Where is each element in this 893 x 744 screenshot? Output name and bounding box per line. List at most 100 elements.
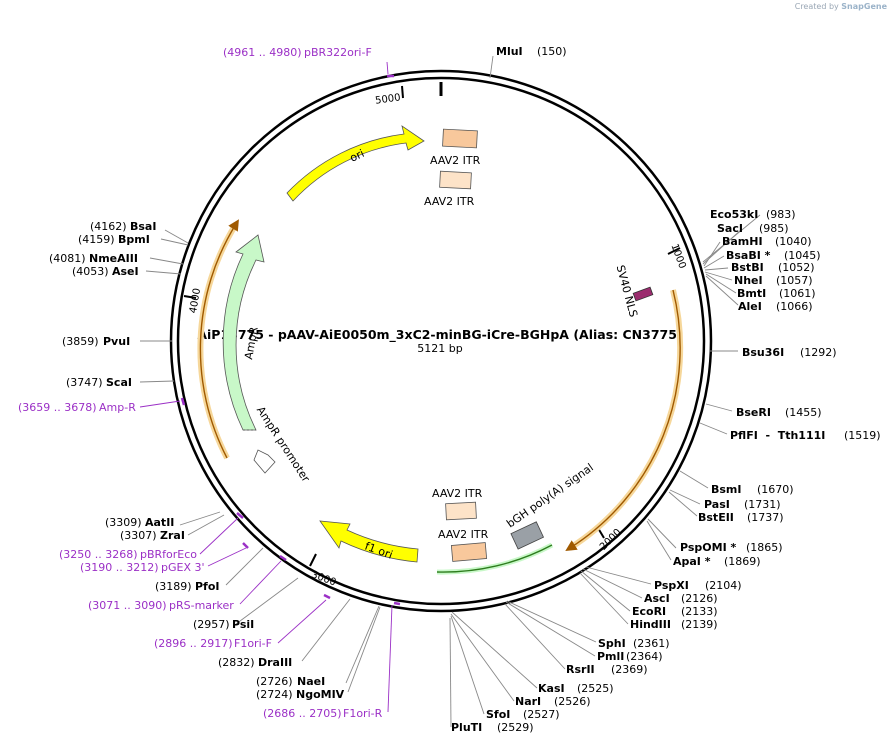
site-ngomiv[interactable]: NgoMIV — [296, 688, 345, 701]
site-bpmi-pos: (4159) — [78, 233, 115, 246]
site-mlui[interactable]: MluI — [496, 45, 523, 58]
site-scai[interactable]: ScaI — [106, 376, 132, 389]
primer-prs-marker[interactable]: pRS-marker — [169, 599, 234, 612]
site-draiii[interactable]: DraIII — [258, 656, 292, 669]
aav2-itr-bottom-2-label: AAV2 ITR — [438, 528, 489, 541]
site-pflfi-tth111i[interactable]: PflFI - Tth111I — [730, 429, 825, 442]
snapgene-credit: Created by SnapGene — [795, 2, 887, 11]
site-pspomi-pos: (1865) — [746, 541, 783, 554]
site-pmli[interactable]: PmlI — [597, 650, 624, 663]
site-saci-pos: (985) — [759, 222, 789, 235]
aav2-itr-bottom-1[interactable] — [445, 501, 477, 521]
site-pluti-pos: (2529) — [497, 721, 534, 734]
site-psii[interactable]: PsiI — [232, 618, 254, 631]
site-pluti[interactable]: PluTI — [451, 721, 482, 734]
site-asei-pos: (4053) — [72, 265, 109, 278]
site-rsrii-pos: (2369) — [611, 663, 648, 676]
primer-amp-r-range: (3659 .. 3678) — [18, 401, 97, 414]
primer-pbrforeco[interactable]: pBRforEco — [140, 548, 197, 561]
backbone-inner — [176, 76, 706, 606]
site-pspxi[interactable]: PspXI — [654, 579, 689, 592]
site-nmeaiii[interactable]: NmeAIII — [89, 252, 138, 265]
site-nhei-pos: (1057) — [776, 274, 813, 287]
site-asci[interactable]: AscI — [644, 592, 670, 605]
site-zrai-pos: (3307) — [120, 529, 157, 542]
polya-arrow[interactable] — [436, 544, 553, 573]
site-pfoi[interactable]: PfoI — [195, 580, 220, 593]
site-bsteii[interactable]: BstEII — [698, 511, 734, 524]
site-zrai[interactable]: ZraI — [160, 529, 185, 542]
right-enzyme-labels: MluI (150) Eco53kI (983) SacI (985) BamH… — [451, 45, 881, 734]
site-alei[interactable]: AleI — [738, 300, 762, 313]
site-bmti-pos: (1061) — [779, 287, 816, 300]
site-hindiii[interactable]: HindIII — [630, 618, 671, 631]
aav2-itr-bottom-2[interactable] — [450, 542, 488, 562]
site-saci[interactable]: SacI — [717, 222, 743, 235]
site-aatii[interactable]: AatII — [145, 516, 174, 529]
bgh-polya-feature[interactable] — [510, 521, 545, 550]
site-bstbi-pos: (1052) — [778, 261, 815, 274]
site-bsai[interactable]: BsaI — [130, 220, 156, 233]
site-kasi[interactable]: KasI — [538, 682, 565, 695]
aav2-itr-top-1[interactable] — [442, 128, 478, 149]
primer-marks — [180, 74, 401, 606]
site-naei[interactable]: NaeI — [297, 675, 325, 688]
primer-f1ori-f-range: (2896 .. 2917) — [154, 637, 233, 650]
primer-pbrforeco-range: (3250 .. 3268) — [59, 548, 138, 561]
site-bsu36i[interactable]: Bsu36I — [742, 346, 784, 359]
primer-f1ori-f[interactable]: F1ori-F — [234, 637, 272, 650]
site-bsabi[interactable]: BsaBI * — [726, 249, 771, 262]
sv40-nls-feature[interactable] — [632, 286, 654, 302]
site-pvui[interactable]: PvuI — [103, 335, 130, 348]
ampr-label: AmpR — [242, 326, 261, 361]
site-mlui-pos: (150) — [537, 45, 567, 58]
site-nhei[interactable]: NheI — [734, 274, 763, 287]
site-nari-pos: (2526) — [554, 695, 591, 708]
primer-f1ori-r[interactable]: F1ori-R — [343, 707, 383, 720]
site-asci-pos: (2126) — [681, 592, 718, 605]
site-apai[interactable]: ApaI * — [673, 555, 711, 568]
site-bmti[interactable]: BmtI — [737, 287, 766, 300]
cds-left-arrow[interactable] — [199, 219, 239, 459]
site-bsmi[interactable]: BsmI — [711, 483, 742, 496]
site-bpmi[interactable]: BpmI — [118, 233, 150, 246]
ampr-feature[interactable] — [222, 234, 265, 431]
site-bseri[interactable]: BseRI — [736, 406, 771, 419]
site-rsrii[interactable]: RsrII — [566, 663, 595, 676]
site-eco53ki[interactable]: Eco53kI — [710, 208, 758, 221]
ori-feature[interactable] — [286, 125, 425, 202]
site-alei-pos: (1066) — [776, 300, 813, 313]
primer-pbr322ori-f[interactable]: pBR322ori-F — [304, 46, 372, 59]
site-sphi[interactable]: SphI — [598, 637, 626, 650]
tick-3000: 3000 — [310, 569, 338, 588]
site-kasi-pos: (2525) — [577, 682, 614, 695]
site-sphi-pos: (2361) — [633, 637, 670, 650]
site-bsu36i-pos: (1292) — [800, 346, 837, 359]
site-pasi[interactable]: PasI — [704, 498, 730, 511]
ampr-promoter-feature[interactable] — [253, 449, 276, 474]
site-ecori[interactable]: EcoRI — [632, 605, 666, 618]
site-nari[interactable]: NarI — [515, 695, 541, 708]
f1-ori-feature[interactable] — [319, 520, 419, 563]
site-bamhi[interactable]: BamHI — [722, 235, 763, 248]
site-sfoi[interactable]: SfoI — [486, 708, 510, 721]
site-bseri-pos: (1455) — [785, 406, 822, 419]
site-ngomiv-pos: (2724) — [256, 688, 293, 701]
primer-labels: (4961 .. 4980) pBR322ori-F (3659 .. 3678… — [18, 46, 383, 720]
site-pspomi[interactable]: PspOMI * — [680, 541, 737, 554]
site-sfoi-pos: (2527) — [523, 708, 560, 721]
aav2-itr-top-2[interactable] — [439, 170, 472, 190]
site-bsmi-pos: (1670) — [757, 483, 794, 496]
site-asei[interactable]: AseI — [112, 265, 139, 278]
site-pflfi-tth111i-pos: (1519) — [844, 429, 881, 442]
plasmid-length: 5121 bp — [417, 342, 462, 355]
tick-1000: 1000 — [668, 243, 687, 271]
primer-amp-r[interactable]: Amp-R — [99, 401, 136, 414]
cds-right-arrow[interactable] — [565, 289, 681, 552]
primer-pgex3[interactable]: pGEX 3' — [161, 561, 205, 574]
site-bstbi[interactable]: BstBI — [731, 261, 764, 274]
site-bsai-pos: (4162) — [90, 220, 127, 233]
tick-4000: 4000 — [188, 287, 203, 314]
site-naei-pos: (2726) — [256, 675, 293, 688]
